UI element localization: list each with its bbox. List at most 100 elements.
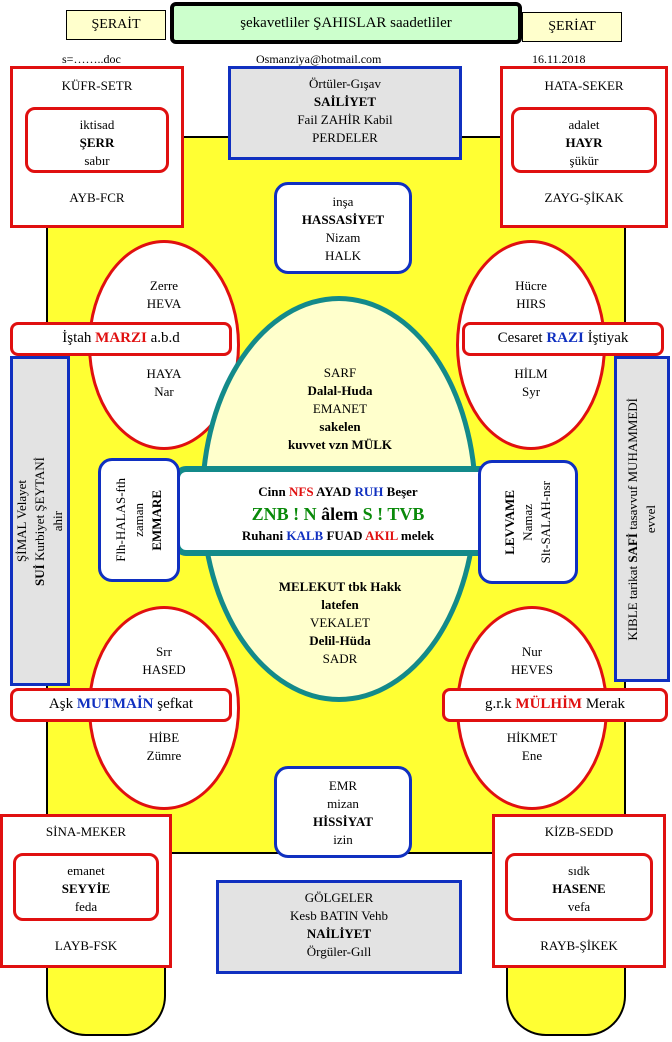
- upper-mid-4: HALK: [324, 248, 362, 263]
- top-center-3: Fail ZAHİR Kabil: [297, 112, 393, 127]
- side-left-col3: ahir: [50, 510, 65, 532]
- email: Osmanziya@hotmail.com: [256, 52, 382, 66]
- mid-left-col3: EMMARE: [149, 489, 164, 551]
- pill-ll-a: Aşk: [48, 696, 77, 712]
- side-left-box: ŞİMAL Velayet SUİ Kurbiyet ŞEYTANİ ahir: [10, 356, 70, 686]
- pill-lower-right: g.r.k MÜLHİM Merak: [442, 688, 668, 722]
- upper-mid-1: inşa: [332, 194, 354, 209]
- cb-r1-4: Beşer: [383, 484, 418, 499]
- ell-lr-2: HEVES: [511, 662, 553, 677]
- center-top-3: EMANET: [312, 401, 368, 416]
- mid-left-box: Flh-HALAS-fth zaman EMMARE: [98, 458, 180, 582]
- bottom-right-top-label: KİZB-SEDD: [544, 824, 614, 839]
- side-left-col2b: Kurbiyet ŞEYTANİ: [32, 456, 47, 564]
- ell-ul-1: Zerre: [149, 278, 179, 293]
- bottom-right-inner-1: sıdk: [568, 863, 590, 878]
- pill-lower-left: Aşk MUTMAİN şefkat: [10, 688, 232, 722]
- pill-ll-b: MUTMAİN: [76, 696, 154, 712]
- lower-mid-1: EMR: [328, 778, 358, 793]
- center-top-2: Dalal-Huda: [307, 383, 373, 398]
- bottom-right-inner: sıdk HASENE vefa: [505, 853, 653, 921]
- header-left-label: ŞERAİT: [66, 10, 166, 40]
- bottom-center-1: GÖLGELER: [304, 890, 374, 905]
- side-right-col1c: tasavvuf MUHAMMEDİ: [625, 397, 640, 533]
- ell-ll-4: Zümre: [146, 748, 182, 763]
- bottom-left-inner-1: emanet: [67, 863, 105, 878]
- top-left-bottom-label: AYB-FCR: [69, 190, 125, 205]
- bottom-left-box: SİNA-MEKER emanet SEYYİE feda LAYB-FSK: [0, 814, 172, 968]
- ell-ll-1: Srr: [156, 644, 172, 659]
- upper-mid-2: HASSASİYET: [301, 212, 385, 227]
- cb-r3-4: melek: [397, 528, 435, 543]
- side-right-col1: KIBLE tarikat SAFİ tasavvuf MUHAMMEDİ: [625, 398, 641, 641]
- bottom-center-2: Kesb BATIN Vehb: [290, 908, 388, 923]
- lower-mid-box: EMR mizan HİSSİYAT izin: [274, 766, 412, 858]
- pill-ur-b: RAZI: [546, 330, 584, 346]
- center-bottom-1: MELEKUT tbk Hakk: [278, 579, 402, 594]
- center-top-text: SARF Dalal-Huda EMANET sakelen kuvvet vz…: [228, 364, 452, 454]
- pill-ur-c: İştiyak: [583, 330, 629, 346]
- top-right-box: HATA-SEKER adalet HAYR şükür ZAYG-ŞİKAK: [500, 66, 668, 228]
- ell-lr-1: Nur: [521, 644, 543, 659]
- center-box-row2: ZNB ! N âlem S ! TVB: [180, 502, 496, 526]
- mid-right-col3: Slt-SALAH-nsr: [538, 480, 553, 564]
- upper-mid-3: Nizam: [325, 230, 361, 245]
- ell-ll-2: HASED: [142, 662, 186, 677]
- cb-r2-2: S ! TVB: [358, 504, 425, 524]
- top-left-inner: iktisad ŞERR sabır: [25, 107, 169, 173]
- top-right-inner: adalet HAYR şükür: [511, 107, 657, 173]
- cb-r2-1: âlem: [321, 504, 359, 524]
- center-box-row3: Ruhani KALB FUAD AKIL melek: [180, 526, 496, 546]
- mid-right-col1: LEVVAME: [502, 489, 517, 555]
- pill-ll-c: şefkat: [153, 696, 194, 712]
- pill-lr-a: g.r.k: [485, 696, 516, 712]
- ell-ur-2: HIRS: [516, 296, 546, 311]
- side-left-col1: ŞİMAL Velayet: [14, 480, 29, 562]
- pill-ul-a: İştah: [62, 330, 96, 346]
- center-bottom-4: Delil-Hüda: [309, 633, 371, 648]
- bottom-center-box: GÖLGELER Kesb BATIN Vehb NAİLİYET Örgüle…: [216, 880, 462, 974]
- bottom-right-box: KİZB-SEDD sıdk HASENE vefa RAYB-ŞİKEK: [492, 814, 666, 968]
- top-center-box: Örtüler-Gışav SAİLİYET Fail ZAHİR Kabil …: [228, 66, 462, 160]
- date: 16.11.2018: [532, 52, 586, 66]
- ell-ll-3: HİBE: [148, 730, 180, 745]
- lower-mid-3: HİSSİYAT: [313, 814, 373, 829]
- center-top-4: sakelen: [319, 419, 361, 434]
- top-center-4: PERDELER: [312, 130, 378, 145]
- ell-ur-4: Syr: [521, 384, 541, 399]
- cb-r1-2: AYAD: [313, 484, 355, 499]
- side-left-col2: SUİ Kurbiyet ŞEYTANİ: [32, 457, 48, 586]
- center-bottom-2: latefen: [321, 597, 359, 612]
- center-top-1: SARF: [323, 365, 357, 380]
- cb-r3-3: AKIL: [365, 528, 398, 543]
- ell-ul-2: HEVA: [146, 296, 182, 311]
- bottom-right-bottom-label: RAYB-ŞİKEK: [540, 938, 618, 953]
- ell-ul-3: HAYA: [146, 366, 182, 381]
- bottom-left-inner: emanet SEYYİE feda: [13, 853, 159, 921]
- bottom-left-top-label: SİNA-MEKER: [45, 824, 127, 839]
- bottom-left-inner-3: feda: [74, 899, 98, 914]
- cb-r1-0: Cinn: [258, 484, 289, 499]
- ell-ur-1: Hücre: [515, 278, 547, 293]
- center-box-row1: Cinn NFS AYAD RUH Beşer: [180, 482, 496, 502]
- pill-upper-right: Cesaret RAZI İştiyak: [462, 322, 664, 356]
- top-right-top-label: HATA-SEKER: [544, 78, 624, 93]
- center-bottom-text: MELEKUT tbk Hakk latefen VEKALET Delil-H…: [228, 578, 452, 668]
- bottom-right-inner-3: vefa: [567, 899, 591, 914]
- center-bottom-3: VEKALET: [310, 615, 370, 630]
- pill-ul-b: MARZI: [95, 330, 147, 346]
- upper-mid-box: inşa HASSASİYET Nizam HALK: [274, 182, 412, 274]
- pill-ul-c: a.b.d: [146, 330, 180, 346]
- ell-ur-3: HİLM: [514, 366, 548, 381]
- top-left-inner-3: sabır: [84, 153, 110, 168]
- bottom-left-bottom-label: LAYB-FSK: [54, 938, 118, 953]
- top-left-inner-2: ŞERR: [79, 135, 115, 150]
- center-top-5: kuvvet vzn MÜLK: [288, 437, 392, 452]
- pill-upper-left: İştah MARZI a.b.d: [10, 322, 232, 356]
- side-right-col2: evvel: [643, 504, 658, 534]
- top-center-2: SAİLİYET: [313, 94, 377, 109]
- pill-lr-c: Merak: [582, 696, 625, 712]
- top-center-1: Örtüler-Gışav: [309, 76, 381, 91]
- mid-right-col2: Namaz: [520, 503, 535, 541]
- center-bottom-5: SADR: [322, 651, 358, 666]
